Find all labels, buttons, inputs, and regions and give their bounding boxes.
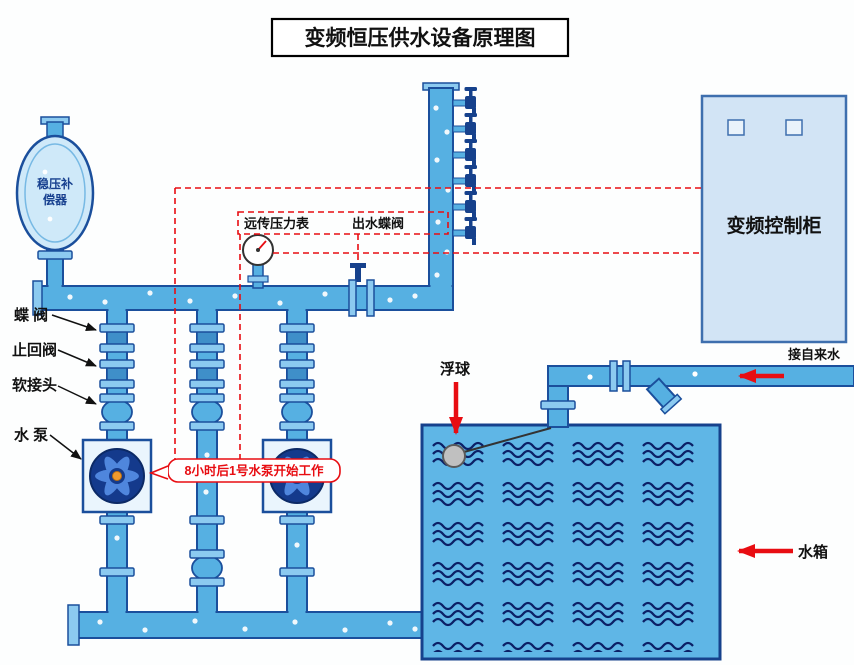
label-flexible-joint: 软接头 [12, 376, 57, 394]
pointer-butterfly-valve [51, 314, 97, 332]
flexible-joint-3 [280, 394, 314, 430]
label-butterfly-valve: 蝶 阀 [14, 306, 48, 324]
label-outlet-butterfly-valve: 出水蝶阀 [352, 216, 404, 231]
flexible-joint-2 [190, 394, 224, 430]
flange [99, 567, 135, 577]
flexible-joint-4 [190, 550, 224, 586]
check-valve-3 [280, 360, 314, 388]
control-wiring [174, 187, 702, 462]
tank-waves [430, 440, 712, 652]
label-float-ball: 浮球 [440, 360, 471, 378]
label-water-pump: 水 泵 [14, 426, 48, 444]
flange [540, 400, 576, 410]
butterfly-valve-2 [190, 324, 224, 352]
label-remote-pressure-gauge: 远传压力表 [244, 216, 310, 231]
suction-pipe-end-cap [67, 604, 80, 646]
check-valve-2 [190, 360, 224, 388]
water-tank [420, 423, 722, 661]
tap-water-pipe [540, 360, 854, 428]
label-tap-water: 接自来水 [788, 347, 841, 362]
flange [189, 515, 225, 525]
control-cabinet: 变频控制柜 [700, 94, 848, 344]
label-water-tank: 水箱 [798, 543, 828, 561]
flange [279, 567, 315, 577]
cabinet-indicator-1 [727, 119, 745, 136]
pointer-water-pump [49, 434, 82, 460]
pointer-check-valve [57, 349, 97, 367]
faucet-valve-2 [452, 112, 478, 142]
vessel-label-line1: 稳压补 [37, 176, 73, 191]
faucet-valve-6 [452, 216, 478, 246]
callout-bubble: 8小时后1号水泵开始工作 [148, 458, 341, 483]
gauge-needle [257, 240, 267, 251]
butterfly-valve-1 [100, 324, 134, 352]
pump-1 [83, 440, 151, 512]
faucet-valve-3 [452, 138, 478, 168]
pressure-gauge [242, 234, 274, 289]
y-strainer [645, 377, 683, 415]
callout-text: 8小时后1号水泵开始工作 [185, 463, 324, 478]
cabinet-label: 变频控制柜 [726, 214, 821, 237]
pressure-vessel: 稳压补 偿器 [15, 116, 95, 260]
left-labels: 蝶 阀 止回阀 软接头 水 泵 [12, 306, 97, 460]
butterfly-valve-3 [280, 324, 314, 352]
label-check-valve: 止回阀 [12, 341, 57, 359]
bottom-suction-pipe [77, 611, 425, 639]
riser-pipe [422, 82, 460, 309]
pipe-junction-patches [48, 284, 452, 615]
outlet-butterfly-valve [348, 263, 375, 317]
faucet-valve-5 [452, 190, 478, 220]
header-pipe-end-cap [32, 280, 43, 316]
flange [279, 515, 315, 525]
flexible-joint-1 [100, 394, 134, 430]
vessel-label-line2: 偿器 [43, 192, 68, 207]
float-ball [442, 444, 466, 468]
check-valve-1 [100, 360, 134, 388]
faucet-valve-1 [452, 86, 478, 116]
pipe-bubbles [67, 105, 451, 633]
float-arm [463, 427, 552, 453]
title-box: 变频恒压供水设备原理图 [270, 17, 570, 58]
page-title: 变频恒压供水设备原理图 [305, 26, 536, 50]
cabinet-indicator-2 [785, 119, 803, 136]
flange [37, 250, 73, 260]
flange [99, 515, 135, 525]
faucets [452, 86, 478, 246]
pointer-flexible-joint [57, 385, 97, 405]
